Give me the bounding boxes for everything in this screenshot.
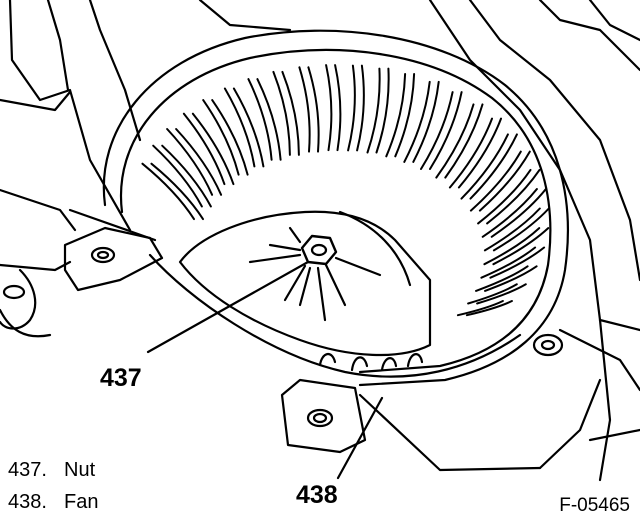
fan-blade	[492, 227, 550, 266]
fan-blade	[347, 64, 356, 152]
fan-blade	[483, 227, 541, 266]
fan-blade	[166, 128, 214, 196]
fan-blade	[161, 144, 212, 208]
callout-438: 438	[296, 481, 338, 509]
mounting-tab-right	[280, 378, 367, 454]
fan-blade	[469, 133, 518, 200]
fan-blade	[467, 283, 518, 305]
legend-label: Nut	[64, 459, 96, 481]
fan-blade	[272, 70, 291, 156]
figure-id: F-05465	[559, 495, 630, 516]
legend-number: 437.	[8, 459, 47, 481]
fan-blade	[141, 162, 195, 221]
fan-blade	[298, 66, 311, 153]
fan-blade	[412, 80, 440, 163]
fan-blade	[191, 112, 235, 186]
leader-line-438	[336, 396, 384, 480]
fan-blade	[281, 70, 300, 156]
fan-blades	[141, 64, 550, 317]
fan-blade	[492, 207, 550, 252]
fan-blade	[202, 99, 240, 176]
fan-blade	[444, 103, 484, 179]
fan-blade	[475, 265, 529, 292]
duct-lower	[358, 393, 542, 472]
fan-blade	[325, 64, 333, 152]
fan-blade	[175, 128, 223, 196]
fan-blade	[490, 188, 547, 238]
fan-blade	[448, 117, 493, 189]
fan-blade	[478, 150, 531, 212]
fan-blade	[223, 87, 256, 168]
housing-left	[0, 0, 157, 338]
fan-blade	[150, 162, 204, 221]
fan-blade	[247, 78, 273, 161]
fan-scroll-ring	[102, 29, 569, 387]
fan-blade	[356, 64, 365, 152]
motor-hub	[178, 210, 432, 357]
legend-item-nut: 437. Nut	[8, 460, 95, 480]
housing-right	[198, 0, 640, 482]
fan-blade	[481, 188, 538, 238]
legend-item-fan: 438. Fan	[8, 492, 98, 512]
fan-blade	[460, 133, 509, 200]
fan-blade	[182, 112, 226, 186]
fan-blade	[477, 168, 532, 225]
fan-blade	[429, 91, 463, 170]
fan-blade	[469, 150, 522, 212]
fan-blade	[232, 87, 265, 168]
callout-437: 437	[100, 364, 142, 392]
fan-blade	[484, 265, 538, 292]
fan-blade	[385, 73, 407, 158]
fan-wheel-rim	[148, 253, 522, 378]
fan-blade	[366, 67, 381, 154]
fan-blade	[435, 103, 475, 179]
fan-blade	[256, 78, 282, 161]
fan-blade	[465, 300, 513, 317]
fan-blade	[420, 91, 454, 170]
fan-blade	[152, 144, 203, 208]
fan-blade	[476, 283, 527, 305]
hub-nut	[248, 226, 382, 322]
fan-blade	[480, 246, 537, 279]
fan-blade	[211, 99, 249, 176]
fan-blade	[483, 207, 541, 252]
fan-blade	[457, 117, 502, 189]
fan-blade	[307, 66, 320, 153]
fan-blade	[334, 64, 342, 152]
fan-blade	[403, 80, 431, 163]
side-bolt	[532, 333, 564, 357]
wheel-notches	[318, 353, 424, 372]
legend-number: 438.	[8, 491, 47, 513]
leader-line-437	[146, 260, 310, 354]
fan-blade	[375, 67, 390, 154]
legend-label: Fan	[64, 491, 99, 513]
fan-blade	[489, 246, 546, 279]
fan-blade	[394, 73, 416, 158]
fan-blade	[486, 168, 541, 225]
fan-blade	[456, 300, 504, 317]
mounting-tab-left	[63, 226, 164, 292]
